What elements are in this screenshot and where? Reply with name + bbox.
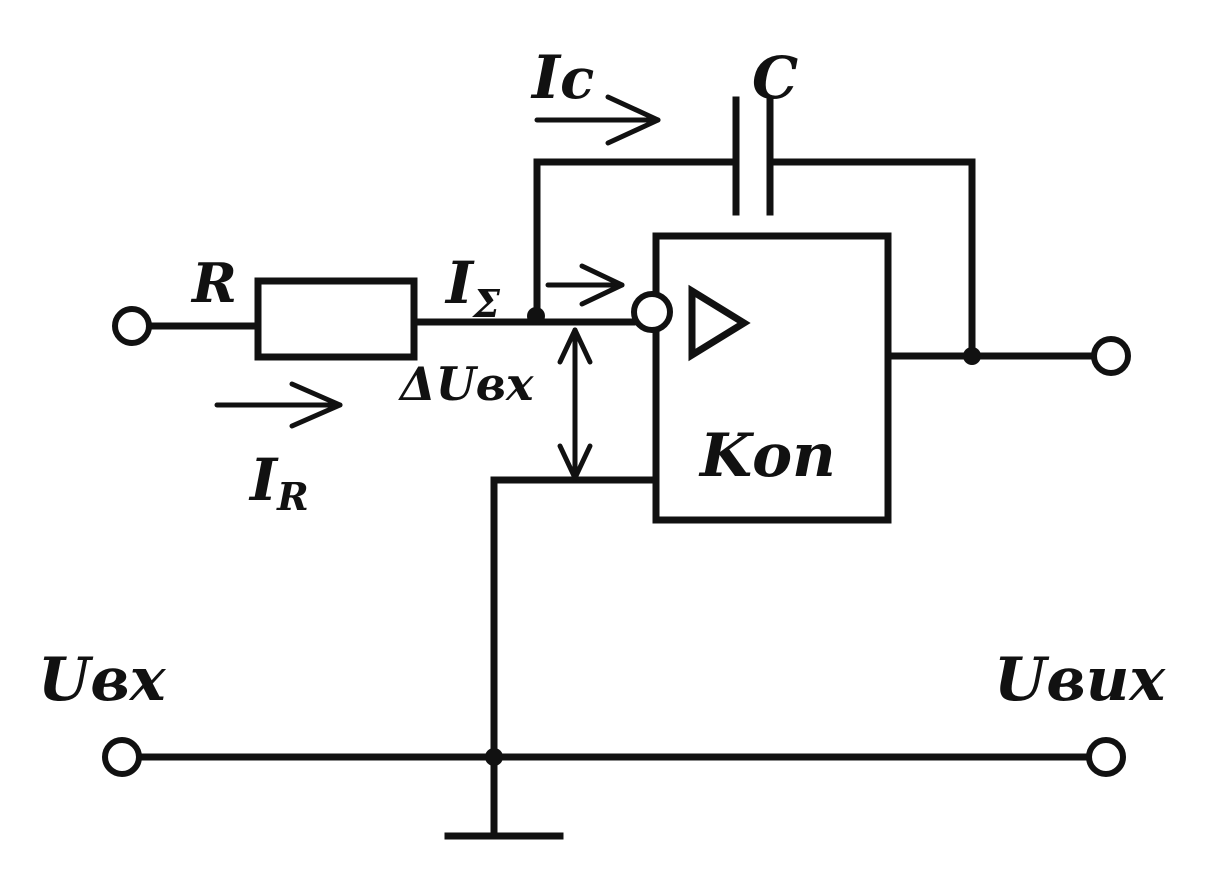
input-voltage-label: Uвх (38, 645, 167, 715)
current-c-label: Ic (530, 43, 594, 113)
output-voltage-label: Uвих (994, 645, 1166, 715)
capacitor-label: C (752, 44, 798, 112)
summing-node-dot (527, 307, 545, 325)
output-node-dot (963, 347, 981, 365)
resistor-r (254, 277, 418, 361)
feedback-wire-right (766, 158, 976, 360)
op-amp-gain-label: Kоп (698, 421, 836, 491)
input-terminal-bottom (102, 737, 142, 777)
delta-u-arrow (557, 327, 593, 481)
op-amp-triangle-symbol (688, 284, 751, 362)
inverting-input-circle (631, 291, 673, 333)
resistor-label: R (190, 251, 237, 315)
current-arrow-sum (545, 263, 625, 307)
output-terminal-bottom (1086, 737, 1126, 777)
feedback-wire-left (533, 158, 740, 322)
current-arrow-c (534, 94, 661, 146)
output-terminal-top (1091, 336, 1131, 376)
current-r-label: IR (248, 446, 309, 519)
current-sum-label: IΣ (444, 249, 501, 326)
current-arrow-r (214, 381, 343, 429)
ground-wire (490, 476, 660, 838)
ground-node-dot (485, 748, 503, 766)
input-terminal-top (112, 306, 152, 346)
op-amp-body (652, 232, 892, 524)
delta-u-label: ΔUвх (398, 357, 534, 411)
